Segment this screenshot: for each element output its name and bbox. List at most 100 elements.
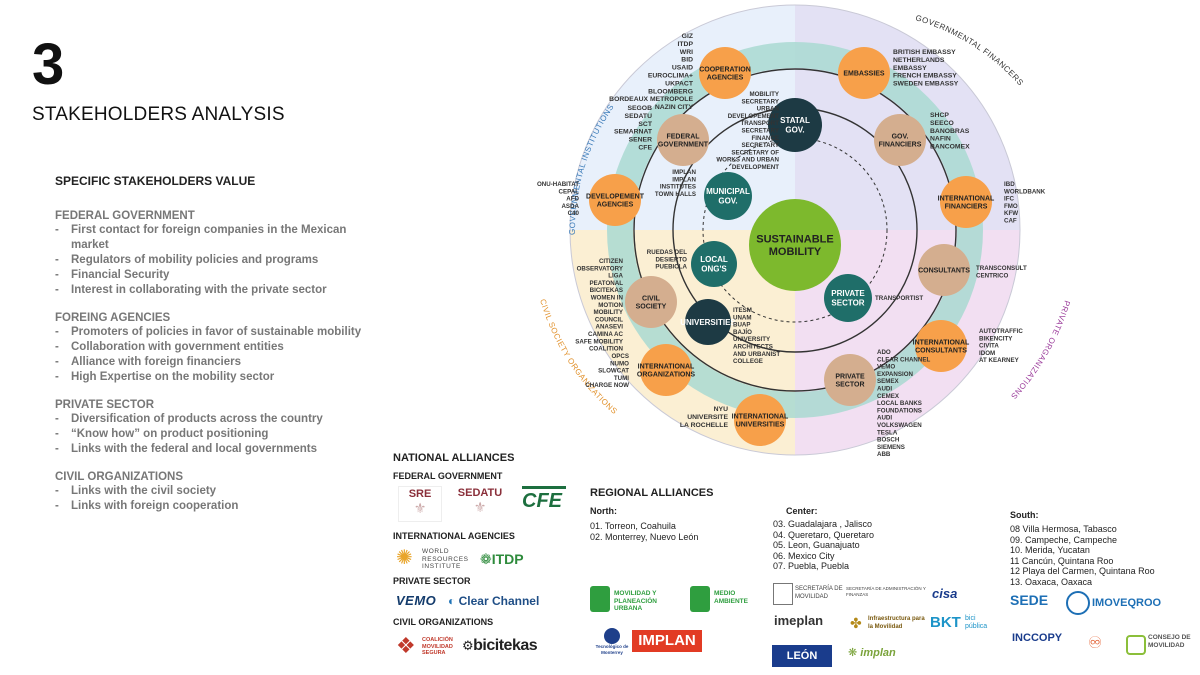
member-name: AUTOTRAFFIC xyxy=(979,328,1023,335)
member-name: SECRETARY OF xyxy=(731,149,779,156)
member-name: SECRETARY xyxy=(742,98,780,105)
member-name: URBAN xyxy=(757,106,780,113)
member-name: TRANSPORTIST xyxy=(875,295,923,302)
bkt-logo: BKT bici pública xyxy=(930,614,988,631)
member-name: CLEAR CHANNEL xyxy=(877,356,931,363)
region-item: 13. Oaxaca, Oaxaca xyxy=(1010,576,1093,587)
member-name: UKPACT xyxy=(665,80,694,87)
member-name: VOLKSWAGEN xyxy=(877,422,922,429)
member-name: TRANSCONSULT xyxy=(976,265,1027,272)
outer-node-label: FINANCIERS xyxy=(945,203,988,210)
cisa-logo: cisa xyxy=(932,586,958,601)
consejo-movilidad-logo: CONSEJO DE MOVILIDAD xyxy=(1126,633,1198,655)
member-name: BIKENCITY xyxy=(979,335,1013,342)
member-name: CFE xyxy=(638,145,652,152)
north-title: North: xyxy=(590,506,617,516)
federal-government-subtitle: FEDERAL GOVERNMENT xyxy=(393,471,503,481)
member-name: SAFE MOBILITY xyxy=(575,338,624,345)
member-name: CHARGE NOW xyxy=(585,382,629,389)
outer-node-label: EMBASSIES xyxy=(843,70,885,77)
outer-node-label: CIVIL xyxy=(642,295,661,302)
value-section: PRIVATE SECTOR Diversification of produc… xyxy=(55,399,385,457)
member-name: DESIERTO xyxy=(655,256,687,263)
member-name: FOUNDATIONS xyxy=(877,407,922,414)
member-name: BANOBRAS xyxy=(930,128,970,135)
movilidad-icon: ♾ xyxy=(1088,635,1103,652)
page-number: 3 xyxy=(32,32,65,97)
inner-node xyxy=(691,241,737,287)
civil-organizations-subtitle: CIVIL ORGANIZATIONS xyxy=(393,617,494,627)
outer-node xyxy=(699,47,751,99)
member-name: IDOM xyxy=(979,350,995,357)
member-name: LIGA xyxy=(608,273,623,280)
outer-node-label: INTERNATIONAL xyxy=(938,195,995,202)
outer-node-label: UNIVERSITIES xyxy=(736,421,785,428)
member-name: VEMO xyxy=(877,364,895,371)
outer-node xyxy=(589,174,641,226)
member-name: WRI xyxy=(680,49,693,56)
inner-node xyxy=(685,299,731,345)
member-name: KFW xyxy=(1004,210,1018,217)
member-name: SLOWCAT xyxy=(598,368,629,375)
member-name: COALITION xyxy=(589,346,624,353)
value-section: FOREING AGENCIES Promoters of policies i… xyxy=(55,312,385,385)
member-name: ARCHITECTS xyxy=(733,344,773,351)
outer-node-label: INTERNATIONAL xyxy=(732,413,789,420)
private-sector-subtitle: PRIVATE SECTOR xyxy=(393,576,471,586)
sede-logo: SEDE xyxy=(1010,592,1049,608)
bicitekas-logo: ⚙bicitekas xyxy=(462,637,538,654)
member-name: BICITEKAS xyxy=(590,287,623,294)
region-item: 09. Campeche, Campeche xyxy=(1010,534,1118,545)
tec-monterrey-logo: Tecnológico de Monterrey xyxy=(592,628,632,662)
member-name: MOBILITY xyxy=(749,91,779,98)
member-name: LA ROCHELLE xyxy=(680,422,729,429)
region-item: 06. Mexico City xyxy=(773,550,835,561)
outer-node-label: GOV. xyxy=(892,133,909,140)
member-name: DEVELOPMENT xyxy=(732,164,779,171)
member-name: OBSERVATORY xyxy=(577,265,624,272)
member-name: DEVELOPEMENT xyxy=(728,113,779,120)
national-alliances-title: NATIONAL ALLIANCES xyxy=(393,452,515,464)
value-item: Promoters of policies in favor of sustai… xyxy=(55,325,385,340)
vemo-logo: VEMO xyxy=(396,593,437,608)
member-name: SIEMENS xyxy=(877,444,905,451)
value-section-title: FEDERAL GOVERNMENT xyxy=(55,210,195,222)
member-name: AND URBANIST xyxy=(733,351,780,358)
member-name: USAID xyxy=(672,65,693,72)
region-item: 07. Puebla, Puebla xyxy=(773,561,850,571)
value-item: First contact for foreign companies in t… xyxy=(55,223,385,253)
member-name: RUEDAS DEL xyxy=(647,249,687,256)
member-name: COLLEGE xyxy=(733,358,763,365)
outer-node xyxy=(918,244,970,296)
member-name: WORKS AND URBAN xyxy=(716,157,779,164)
member-name: IMPLAN xyxy=(672,169,696,176)
outer-node xyxy=(625,276,677,328)
inner-node xyxy=(768,98,822,152)
outer-node xyxy=(940,176,992,228)
value-item: Links with the federal and local governm… xyxy=(55,442,385,457)
member-name: TUMI xyxy=(614,375,629,382)
region-item: 12 Playa del Carmen, Quintana Roo xyxy=(1010,566,1155,576)
value-item: Diversification of products across the c… xyxy=(55,412,385,427)
outer-boundary xyxy=(569,4,1021,456)
member-name: IBD xyxy=(1004,181,1015,188)
imoveqroo-logo: IMOVEQROO xyxy=(1066,591,1161,616)
member-name: ADO xyxy=(877,349,891,356)
value-item: Alliance with foreign financiers xyxy=(55,355,385,370)
teal-ring xyxy=(607,42,983,418)
inner-node-label: STATAL xyxy=(780,116,810,125)
member-name: NYU xyxy=(714,406,728,413)
member-name: AT KEARNEY xyxy=(979,357,1020,364)
diagram-member-lists: GIZITDPWRIBIDUSAIDEUROCLIMA+UKPACTBLOOMB… xyxy=(537,33,1046,458)
region-item: 05. Leon, Guanajuato xyxy=(773,540,860,550)
member-name: AFD xyxy=(566,196,579,203)
member-name: FRENCH EMBASSY xyxy=(893,73,957,80)
region-item: 10. Merida, Yucatan xyxy=(1010,545,1090,555)
inner-node-label: LOCAL xyxy=(700,255,728,264)
member-name: CENTRICO xyxy=(976,272,1008,279)
member-name: AUDI xyxy=(877,415,892,422)
member-name: CIVITA xyxy=(979,343,999,350)
member-name: EUROCLIMA+ xyxy=(648,73,693,80)
regional-alliances-title: REGIONAL ALLIANCES xyxy=(590,487,714,499)
member-name: NUMO xyxy=(610,360,629,367)
